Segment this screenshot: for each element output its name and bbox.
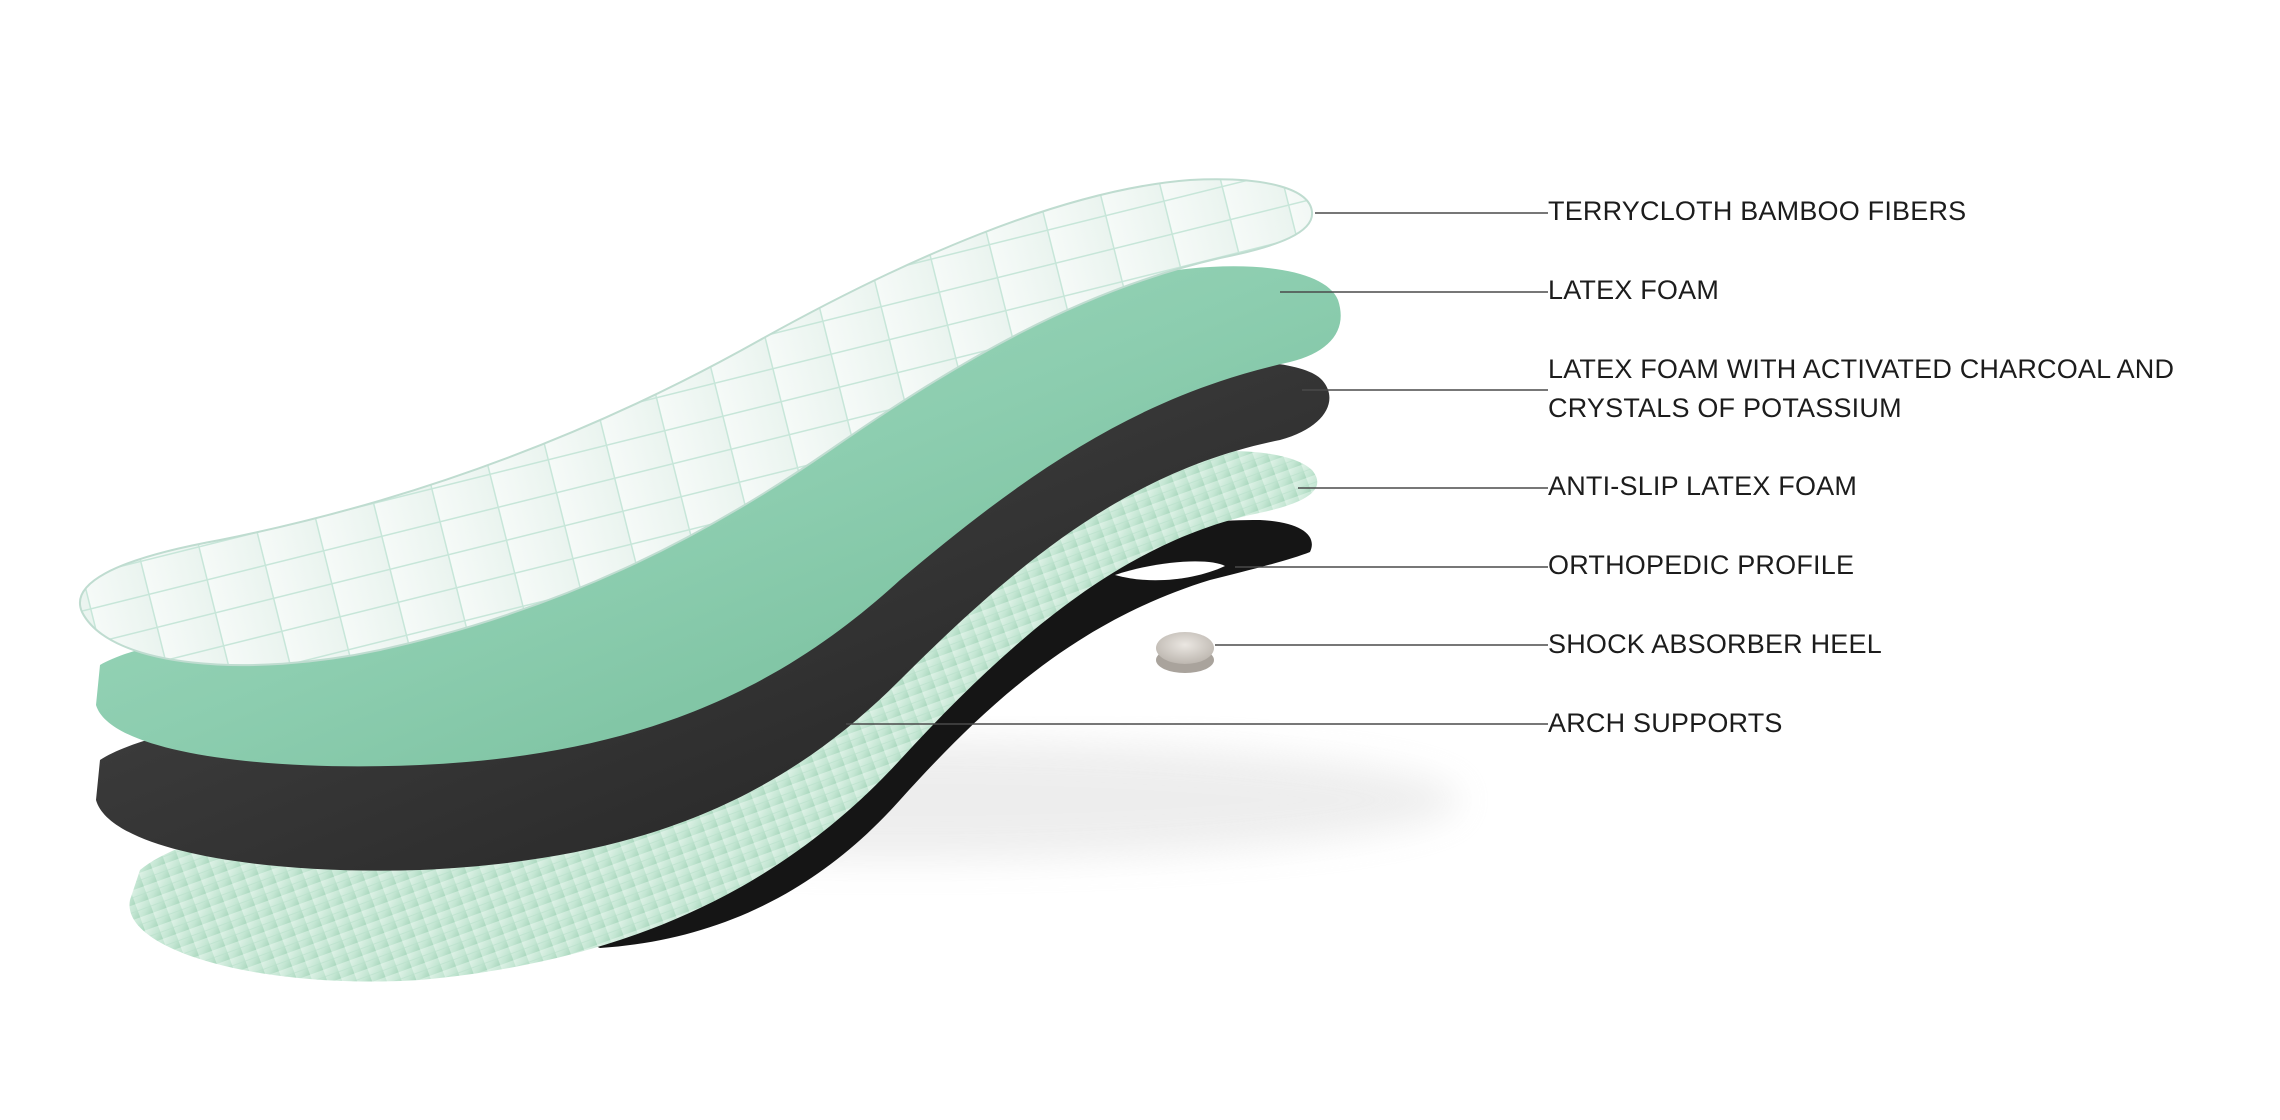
- label-charcoal-line-2: CRYSTALS OF POTASSIUM: [1548, 393, 1902, 423]
- label-orthopedic-profile: ORTHOPEDIC PROFILE: [1548, 550, 1855, 580]
- label-shock-absorber-heel: SHOCK ABSORBER HEEL: [1548, 629, 1882, 659]
- label-charcoal-latex-foam: LATEX FOAM WITH ACTIVATED CHARCOAL AND CR…: [1548, 350, 2174, 428]
- label-terrycloth-bamboo-fibers: TERRYCLOTH BAMBOO FIBERS: [1548, 196, 1967, 226]
- label-latex-foam: LATEX FOAM: [1548, 275, 1720, 305]
- label-arch-supports: ARCH SUPPORTS: [1548, 708, 1783, 738]
- label-anti-slip-latex-foam: ANTI-SLIP LATEX FOAM: [1548, 471, 1858, 501]
- terrycloth-bamboo-layer: [79, 178, 1314, 667]
- orthopedic-profile-cutout: [1115, 561, 1225, 581]
- shock-absorber-heel-disc: [1156, 632, 1214, 673]
- label-charcoal-line-1: LATEX FOAM WITH ACTIVATED CHARCOAL AND: [1548, 354, 2175, 384]
